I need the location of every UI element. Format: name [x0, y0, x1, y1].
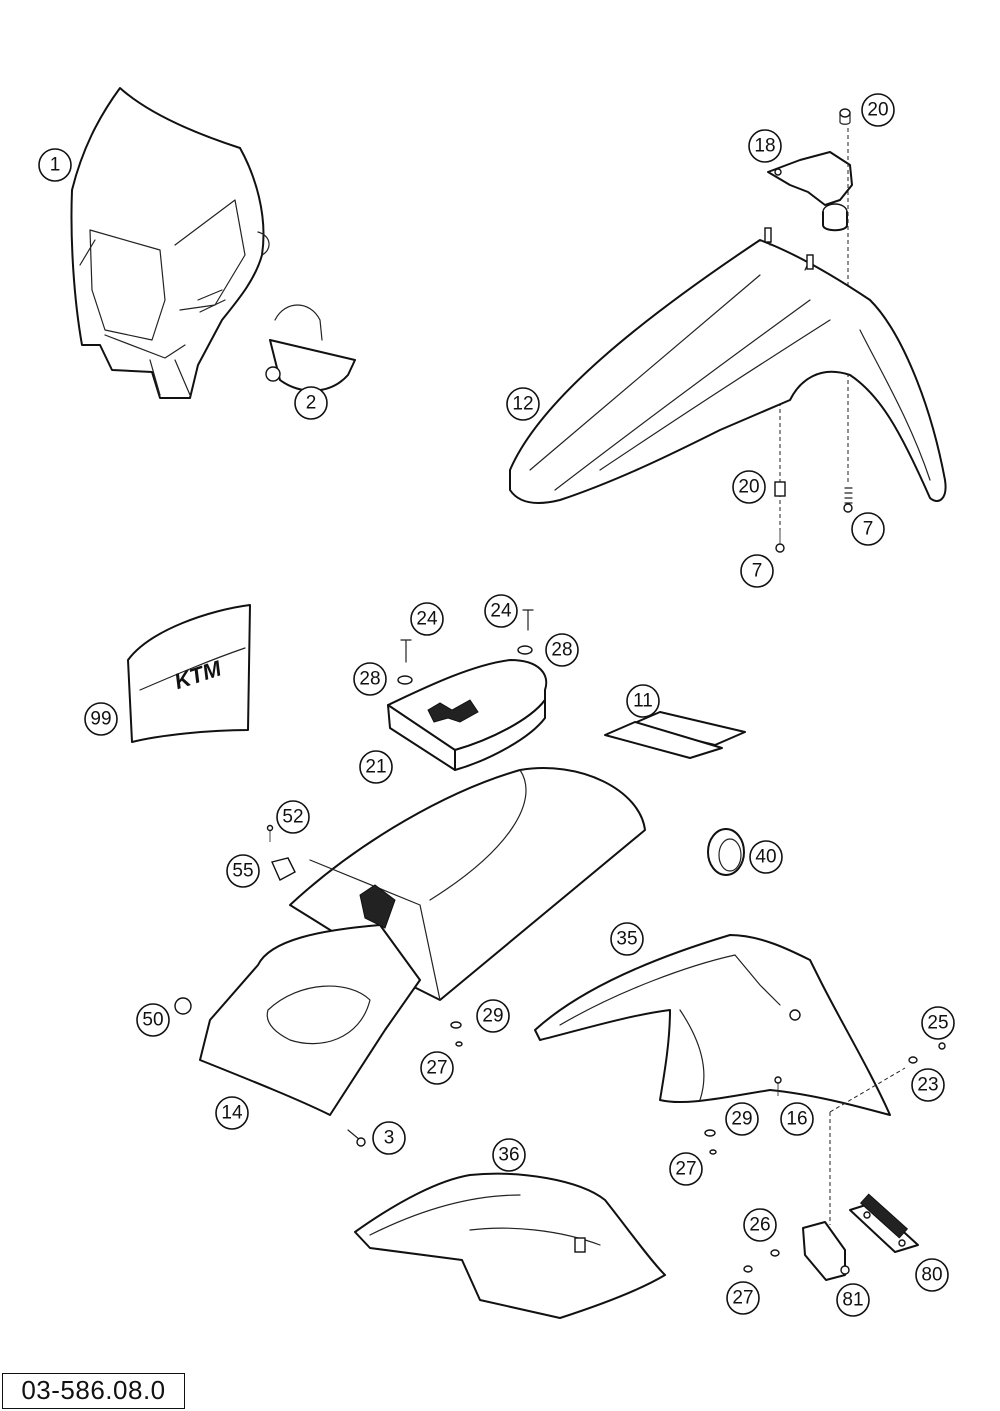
callout-50: 50	[136, 1003, 170, 1037]
svg-text:29: 29	[482, 1006, 503, 1027]
callout-1: 1	[38, 148, 72, 182]
callout-12: 12	[506, 387, 540, 421]
svg-text:7: 7	[752, 561, 763, 582]
seat-pad	[387, 659, 548, 771]
svg-text:36: 36	[498, 1145, 519, 1166]
callout-21: 21	[359, 750, 393, 784]
callout-16: 16	[780, 1102, 814, 1136]
callout-18: 18	[748, 129, 782, 163]
callout-55: 55	[226, 854, 260, 888]
screw-7-left	[775, 530, 785, 553]
headlight-mask	[70, 87, 270, 399]
callout-14: 14	[215, 1096, 249, 1130]
svg-text:23: 23	[917, 1075, 938, 1096]
svg-text:21: 21	[365, 757, 386, 778]
screw-16	[774, 1076, 782, 1096]
svg-text:81: 81	[842, 1290, 863, 1311]
callout-24-left: 24	[410, 602, 444, 636]
svg-text:7: 7	[863, 519, 874, 540]
callout-27-left: 27	[420, 1051, 454, 1085]
screw-3	[347, 1129, 366, 1147]
callout-52: 52	[276, 800, 310, 834]
svg-text:14: 14	[221, 1103, 243, 1124]
grommet	[707, 828, 745, 876]
side-cover-36	[354, 1172, 666, 1319]
svg-text:35: 35	[616, 929, 637, 950]
callout-23: 23	[911, 1068, 945, 1102]
callout-28-left: 28	[353, 662, 387, 696]
callout-25: 25	[921, 1006, 955, 1040]
svg-text:55: 55	[232, 861, 253, 882]
callout-11: 11	[626, 684, 660, 718]
drawing-number: 03-586.08.0	[2, 1373, 185, 1409]
svg-text:27: 27	[732, 1288, 753, 1309]
adhesive-strips	[604, 711, 746, 759]
callout-20-top: 20	[861, 93, 895, 127]
svg-text:28: 28	[551, 640, 572, 661]
callout-35: 35	[610, 922, 644, 956]
callout-7-right: 7	[851, 512, 885, 546]
svg-text:3: 3	[384, 1128, 395, 1149]
side-cover-35	[534, 934, 891, 1116]
clip-52	[266, 824, 274, 842]
fork-bracket	[767, 151, 853, 232]
callout-27-bottom: 27	[726, 1281, 760, 1315]
headlight-clamp	[265, 304, 356, 392]
svg-text:20: 20	[738, 477, 759, 498]
callout-29-left: 29	[476, 999, 510, 1033]
callout-29-right: 29	[725, 1102, 759, 1136]
svg-text:27: 27	[675, 1159, 696, 1180]
washers-29-27-left	[450, 1021, 463, 1047]
callout-28-right: 28	[545, 633, 579, 667]
washers-29-27-right	[704, 1129, 717, 1155]
svg-text:52: 52	[282, 807, 303, 828]
nuts-26-27	[743, 1249, 780, 1273]
callout-24-right: 24	[484, 594, 518, 628]
callout-20-lower: 20	[732, 470, 766, 504]
svg-text:2: 2	[306, 393, 317, 414]
svg-text:26: 26	[749, 1215, 770, 1236]
nut-55	[271, 857, 296, 881]
svg-text:99: 99	[90, 709, 111, 730]
callout-27-right: 27	[669, 1152, 703, 1186]
rear-fender	[174, 767, 646, 1116]
callout-40: 40	[749, 840, 783, 874]
svg-text:40: 40	[755, 847, 776, 868]
svg-text:80: 80	[921, 1265, 942, 1286]
svg-text:25: 25	[927, 1013, 948, 1034]
svg-text:50: 50	[142, 1010, 163, 1031]
callout-2: 2	[294, 386, 328, 420]
callout-7-left: 7	[740, 554, 774, 588]
bushing-top	[839, 108, 851, 125]
front-fender	[509, 227, 947, 504]
screw-7-right	[843, 487, 853, 513]
svg-text:16: 16	[786, 1109, 807, 1130]
callout-26: 26	[743, 1208, 777, 1242]
bushing-lower	[774, 481, 786, 497]
callout-99: 99	[84, 702, 118, 736]
svg-text:24: 24	[490, 601, 512, 622]
callout-3: 3	[372, 1121, 406, 1155]
svg-text:1: 1	[50, 155, 61, 176]
svg-text:20: 20	[867, 100, 888, 121]
callout-36: 36	[492, 1138, 526, 1172]
svg-text:28: 28	[359, 669, 380, 690]
ktm-sticker: KTM	[127, 604, 251, 743]
svg-text:27: 27	[426, 1058, 447, 1079]
svg-text:11: 11	[633, 691, 653, 712]
callout-81: 81	[836, 1283, 870, 1317]
washers-seat	[397, 609, 534, 685]
license-bracket-81	[802, 1221, 850, 1281]
svg-text:24: 24	[416, 609, 438, 630]
callout-80: 80	[915, 1258, 949, 1292]
washer-23-screw-25	[908, 1042, 946, 1064]
svg-text:18: 18	[754, 136, 775, 157]
reflector-80	[849, 1193, 919, 1253]
svg-text:29: 29	[731, 1109, 752, 1130]
svg-text:12: 12	[512, 394, 533, 415]
